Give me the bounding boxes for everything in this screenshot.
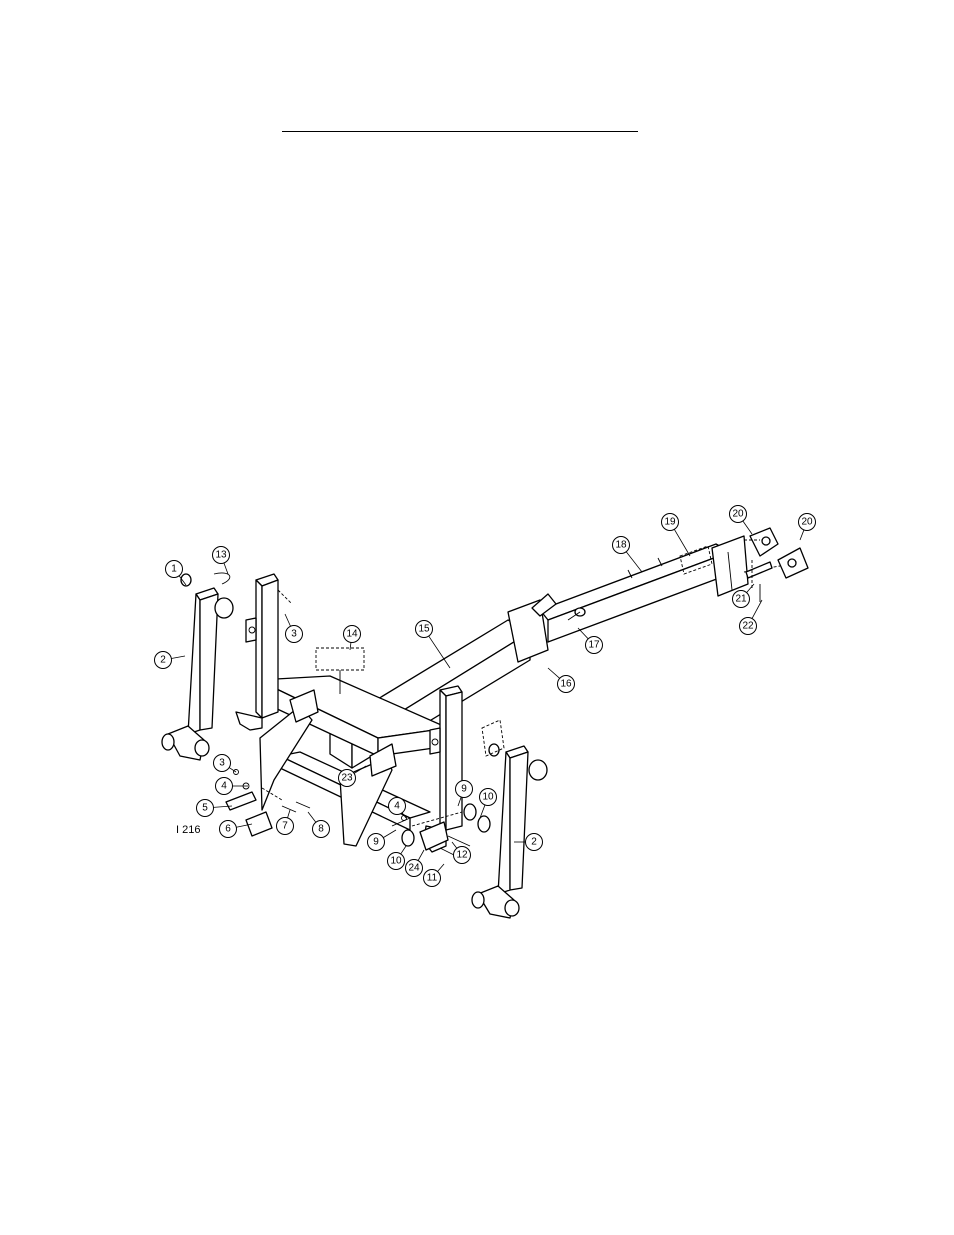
callout-14: 14	[344, 626, 361, 651]
callout-number: 4	[394, 801, 400, 812]
callout-number: 24	[408, 863, 420, 874]
callout-number: 4	[221, 781, 227, 792]
callout-leader-line	[752, 600, 762, 619]
callout-number: 7	[282, 821, 288, 832]
callout-number: 2	[160, 655, 166, 666]
callout-leader-line	[350, 642, 351, 650]
callout-number: 11	[427, 873, 438, 884]
callout-leader-line	[418, 850, 424, 861]
callout-18: 18	[613, 537, 643, 573]
callout-10: 10	[388, 846, 407, 870]
callout-leader-line	[288, 810, 290, 818]
callout-3: 3	[285, 614, 303, 643]
callout-leader-line	[674, 529, 690, 556]
callout-24: 24	[406, 850, 425, 877]
callout-number: 20	[801, 517, 813, 528]
callout-number: 18	[615, 540, 627, 551]
callout-leader-line	[747, 584, 754, 593]
callout-number: 17	[588, 640, 600, 651]
callout-leader-line	[438, 864, 444, 872]
callout-leader-line	[224, 563, 228, 574]
callout-leader-line	[452, 842, 457, 848]
callout-20: 20	[799, 514, 816, 541]
callout-number: 20	[732, 509, 744, 520]
callout-15: 15	[416, 621, 451, 669]
callout-leader-line	[383, 830, 396, 838]
callout-number: 10	[482, 792, 494, 803]
callout-leader-line	[743, 521, 752, 534]
callout-number: 23	[341, 773, 353, 784]
callout-number: 19	[664, 517, 676, 528]
callout-9: 9	[368, 830, 397, 851]
callout-leader-line	[171, 656, 185, 658]
callout-number: 1	[171, 564, 177, 575]
callout-number: 3	[291, 629, 297, 640]
callout-number: 12	[456, 850, 468, 861]
callout-leader-line	[800, 530, 804, 540]
callout-3: 3	[214, 755, 237, 773]
callout-number: 3	[219, 758, 225, 769]
callout-leader-line	[548, 668, 560, 678]
callout-number: 6	[225, 824, 231, 835]
callout-19: 19	[662, 514, 691, 557]
callout-leader-line	[308, 812, 316, 822]
callout-number: 15	[418, 624, 430, 635]
callout-number: 22	[742, 621, 754, 632]
wheel-arm-left	[162, 573, 233, 760]
callout-leader-line	[626, 552, 642, 572]
callout-1: 1	[166, 561, 187, 586]
callout-number: 21	[735, 594, 747, 605]
callout-13: 13	[213, 547, 230, 575]
callout-4: 4	[216, 778, 249, 795]
callout-16: 16	[548, 668, 575, 693]
callout-20: 20	[730, 506, 753, 535]
callout-17: 17	[578, 628, 603, 654]
callout-number: 8	[318, 824, 324, 835]
callout-number: 16	[560, 679, 572, 690]
callout-7: 7	[277, 810, 294, 835]
callout-11: 11	[424, 864, 445, 887]
figure-reference-label: I 216	[176, 824, 200, 836]
callout-leader-line	[578, 628, 588, 639]
callout-number: 13	[215, 550, 227, 561]
hitch-clevis	[744, 528, 808, 602]
callout-8: 8	[308, 812, 330, 838]
callout-number: 10	[390, 856, 402, 867]
callout-number: 5	[202, 803, 208, 814]
callout-2: 2	[155, 652, 186, 669]
callout-leader-line	[285, 614, 291, 626]
callout-number: 9	[461, 784, 467, 795]
callout-number: 2	[531, 837, 537, 848]
callout-10: 10	[480, 789, 497, 819]
callout-leader-line	[401, 846, 406, 854]
callout-number: 9	[373, 837, 379, 848]
callout-number: 14	[346, 629, 358, 640]
